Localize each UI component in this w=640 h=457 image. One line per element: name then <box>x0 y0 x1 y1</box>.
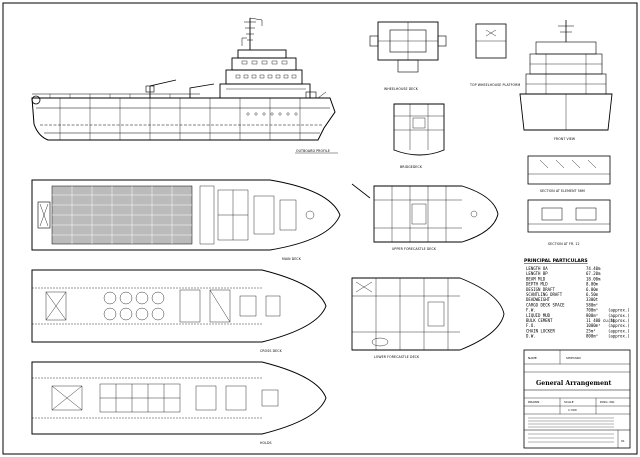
particular-value: 11 400 cu.ft <box>586 318 615 323</box>
particular-label: BEAM MLD <box>526 276 546 281</box>
wheelhouse-deck-label: WHEELHOUSE DECK <box>384 87 419 91</box>
title-block: NAME SHIPYARD General Arrangement DRAWN … <box>523 349 631 449</box>
upper-forecastle-deck-view: UPPER FORECASTLE DECK <box>351 183 499 251</box>
particular-label: LENGTH OA <box>526 266 548 271</box>
title-block-sheet: 01 <box>621 439 625 443</box>
section-fr-label: SECTION AT FR. 12 <box>548 242 580 246</box>
particular-label: DEPTH MLD <box>526 282 548 287</box>
particular-value: 700m³ <box>586 308 598 313</box>
particular-label: D.W. <box>526 334 536 339</box>
outboard-profile-view: OUTBOARD PROFILE <box>31 17 338 154</box>
particular-approx-note: (approx.) <box>608 328 630 333</box>
particular-value: 25m³ <box>586 328 596 333</box>
particular-value: 67.20m <box>586 271 601 276</box>
front-view: FRONT VIEW <box>519 20 613 141</box>
particular-value: 74.40m <box>586 266 601 271</box>
particular-value: 580m² <box>586 302 598 307</box>
title-block-name-label: NAME <box>528 356 537 360</box>
title-block-company: SHIPYARD <box>566 356 582 360</box>
title-block-scale: 1:300 <box>568 408 577 412</box>
main-deck-view: MAIN DECK <box>31 179 341 261</box>
particular-label: CHAIN LOCKER <box>526 328 555 333</box>
bridge-deck-view: BRIDGEDECK <box>393 103 445 169</box>
particular-value: 800m³ <box>586 334 598 339</box>
bridge-deck-label: BRIDGEDECK <box>400 165 423 169</box>
particular-label: BULK CEMENT <box>526 318 553 323</box>
lower-forecastle-deck-view: LOWER FORECASTLE DECK <box>351 277 505 359</box>
particular-label: DESIGN DRAFT <box>526 287 555 292</box>
outboard-profile-label: OUTBOARD PROFILE <box>296 149 330 153</box>
upper-forecastle-deck-label: UPPER FORECASTLE DECK <box>392 247 437 251</box>
particular-value: 3300t <box>586 297 599 302</box>
particular-label: F.W. <box>526 308 536 313</box>
principal-particulars-heading: PRINCIPAL PARTICULARS <box>524 258 588 264</box>
particular-approx-note: (approx.) <box>608 313 630 318</box>
particular-value: 800m³ <box>586 313 598 318</box>
particular-value: 18.00m <box>586 276 601 281</box>
drawing-title: General Arrangement <box>536 380 612 387</box>
section-views: SECTION AT ELEMENT 56M SECTION AT FR. 12 <box>527 155 611 246</box>
lower-forecastle-deck-label: LOWER FORECASTLE DECK <box>374 355 420 359</box>
particular-label: LIQUID MUD <box>526 313 551 318</box>
main-deck-label: MAIN DECK <box>282 257 302 261</box>
particular-approx-note: (approx.) <box>608 318 630 323</box>
top-wheelhouse-platform-view: WHEELHOUSE DECK TOP WHEELHOUSE PLATFORM <box>369 21 520 91</box>
front-view-label: FRONT VIEW <box>554 137 576 141</box>
cross-deck-view: CROSS DECK <box>31 269 327 353</box>
particular-label: F.O. <box>526 323 536 328</box>
hold-label: HOLDS <box>260 441 272 445</box>
title-block-number-label: DWG. NO. <box>600 400 615 404</box>
top-wheelhouse-platform-label: TOP WHEELHOUSE PLATFORM <box>469 83 520 87</box>
particular-approx-note: (approx.) <box>608 308 630 313</box>
particular-value: 6.00m <box>586 287 599 292</box>
hold-view: HOLDS <box>31 361 327 445</box>
particular-approx-note: (approx.) <box>608 334 630 339</box>
particular-value: 6.50m <box>586 292 599 297</box>
particular-value: 1000m³ <box>586 323 600 328</box>
cross-deck-label: CROSS DECK <box>260 349 283 353</box>
particular-label: CARGO DECK SPACE <box>526 302 565 307</box>
particular-approx-note: (approx.) <box>608 323 630 328</box>
particular-value: 8.00m <box>586 282 599 287</box>
particular-label: DEADWEIGHT <box>526 297 551 302</box>
particular-label: LENGTH BP <box>526 271 548 276</box>
particular-label: SCANTLING DRAFT <box>526 292 563 297</box>
section-elevation-label: SECTION AT ELEMENT 56M <box>540 189 585 193</box>
title-block-drawn-label: DRAWN <box>528 400 539 404</box>
title-block-scale-label: SCALE <box>564 400 574 404</box>
